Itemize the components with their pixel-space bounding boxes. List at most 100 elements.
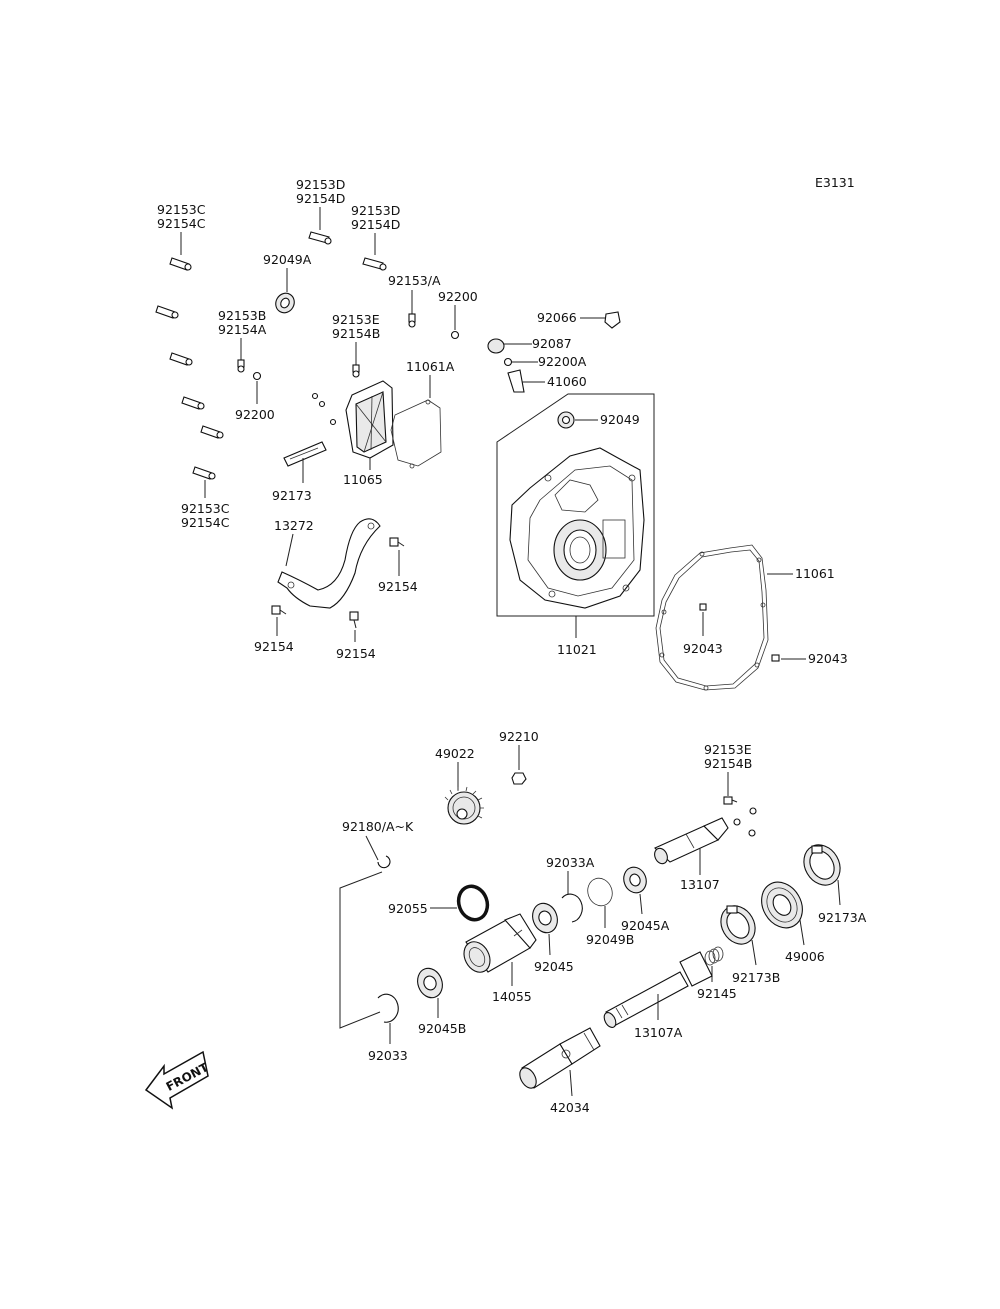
bearing-part	[417, 967, 443, 999]
label-92154a: 92154A	[218, 322, 267, 337]
universal-joint-part	[519, 1027, 601, 1089]
label-13107a: 13107A	[634, 1025, 683, 1040]
label-92154d-2: 92154D	[351, 217, 400, 232]
bolt-part	[362, 257, 387, 271]
bolt-part	[155, 305, 179, 319]
label-92153d-2: 92153D	[351, 203, 400, 218]
bolt-part	[408, 313, 416, 328]
label-92153e: 92153E	[332, 312, 380, 327]
bolt-part	[181, 396, 205, 410]
label-92173b: 92173B	[732, 970, 780, 985]
label-92200a: 92200A	[538, 354, 587, 369]
gasket-part	[655, 544, 769, 691]
label-92154d: 92154D	[296, 191, 345, 206]
dowel-pin-part	[699, 603, 707, 611]
bracket-part	[277, 518, 381, 609]
label-92049a: 92049A	[263, 252, 312, 267]
label-92153e-2: 92153E	[704, 742, 752, 757]
label-92154b: 92154B	[332, 326, 380, 341]
bolt-part	[389, 537, 405, 547]
label-14055: 14055	[492, 989, 532, 1004]
circlip-part	[377, 993, 399, 1023]
label-92154-2: 92154	[254, 639, 294, 654]
label-92200: 92200	[438, 289, 478, 304]
bolt-part	[271, 605, 287, 615]
gasket-part	[390, 399, 442, 469]
label-92154b-2: 92154B	[704, 756, 752, 771]
bolt-part	[169, 257, 192, 271]
label-92049b: 92049B	[586, 932, 634, 947]
plug-part	[604, 311, 621, 329]
label-92055: 92055	[388, 901, 428, 916]
label-49022: 49022	[435, 746, 475, 761]
label-49006: 49006	[785, 949, 825, 964]
propeller-shaft-part	[603, 951, 713, 1028]
shaft-part	[654, 817, 729, 865]
diagram-code: E3131	[815, 175, 855, 190]
label-92087: 92087	[532, 336, 572, 351]
label-41060: 41060	[547, 374, 587, 389]
label-92049: 92049	[600, 412, 640, 427]
bolt-part	[237, 359, 245, 373]
label-11065: 11065	[343, 472, 383, 487]
washer-part	[252, 371, 262, 381]
label-11021: 11021	[557, 642, 597, 657]
label-92033: 92033	[368, 1048, 408, 1063]
bolt-part	[349, 611, 359, 629]
o-ring-part	[587, 877, 613, 907]
label-92153c: 92153C	[157, 202, 206, 217]
cover-plate-part	[345, 380, 394, 459]
screw-part	[733, 807, 757, 837]
label-92145: 92145	[697, 986, 737, 1001]
boot-part	[761, 881, 803, 929]
label-13107: 13107	[680, 877, 720, 892]
label-92153c-2: 92153C	[181, 501, 230, 516]
lever-part	[507, 369, 525, 393]
label-92153-a: 92153/A	[388, 273, 441, 288]
label-92066: 92066	[537, 310, 577, 325]
o-ring-part	[456, 884, 490, 922]
front-arrow-icon: FRONT	[144, 1050, 211, 1110]
label-92045a: 92045A	[621, 918, 670, 933]
label-92153d: 92153D	[296, 177, 345, 192]
label-92154-3: 92154	[336, 646, 376, 661]
oil-seal-part	[557, 411, 575, 429]
label-92154c: 92154C	[157, 216, 206, 231]
label-92045: 92045	[534, 959, 574, 974]
dowel-pin-part	[771, 654, 780, 662]
spring-part	[704, 946, 724, 966]
clamp-part	[803, 844, 841, 886]
clamp-part	[720, 905, 756, 945]
bolt-part	[200, 425, 224, 439]
nut-part	[511, 772, 527, 785]
oil-seal-part	[275, 292, 295, 314]
bolt-part	[169, 352, 193, 366]
guide-plate-part	[283, 441, 327, 467]
label-92200-2: 92200	[235, 407, 275, 422]
label-92173: 92173	[272, 488, 312, 503]
label-92043-2: 92043	[808, 651, 848, 666]
case-frame	[496, 393, 655, 617]
bolt-part	[723, 796, 738, 805]
bolt-part	[352, 364, 360, 378]
circlip-part	[377, 855, 391, 869]
crankcase-cover-part	[509, 447, 645, 609]
washer-part	[503, 357, 513, 367]
label-42034: 42034	[550, 1100, 590, 1115]
screw-part	[311, 392, 337, 426]
label-11061: 11061	[795, 566, 835, 581]
housing-part	[463, 913, 537, 973]
bolt-part	[308, 231, 332, 245]
label-92154c-2: 92154C	[181, 515, 230, 530]
label-92154: 92154	[378, 579, 418, 594]
label-13272: 13272	[274, 518, 314, 533]
bearing-part	[623, 866, 647, 894]
label-92173a: 92173A	[818, 910, 867, 925]
label-11061a: 11061A	[406, 359, 455, 374]
label-92045b: 92045B	[418, 1021, 466, 1036]
label-92180: 92180/A~K	[342, 819, 414, 834]
label-92043: 92043	[683, 641, 723, 656]
label-92153b: 92153B	[218, 308, 266, 323]
